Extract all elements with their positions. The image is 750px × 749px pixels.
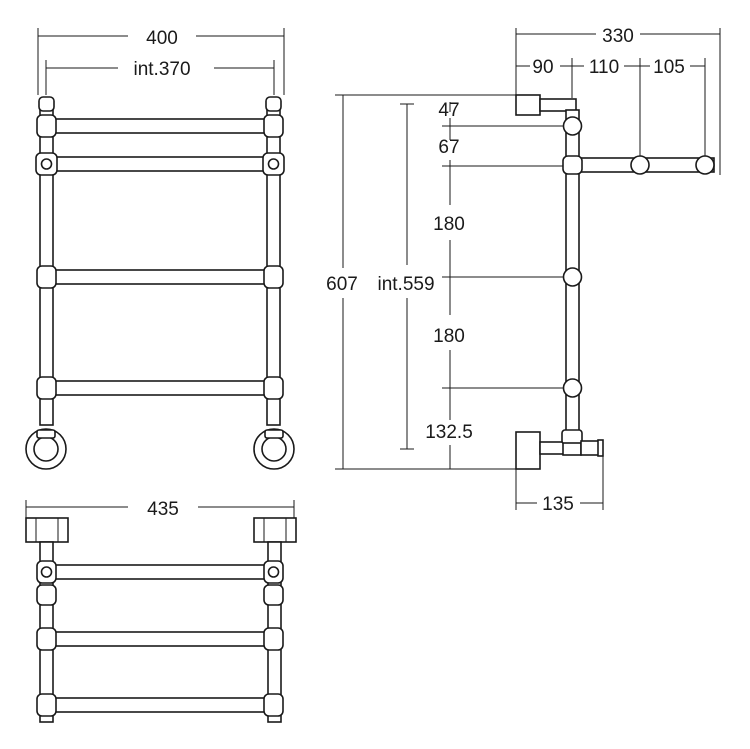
side-shelf-bar-1 bbox=[630, 155, 650, 175]
bottom-bar-2 bbox=[52, 631, 269, 647]
side-bar-section-1 bbox=[562, 116, 583, 136]
side-overall-height-label: 607 bbox=[326, 274, 358, 295]
bottom-right-bracket bbox=[253, 517, 297, 543]
front-bar-1 bbox=[52, 118, 268, 134]
side-internal-height-dimension: int.559 bbox=[377, 103, 435, 450]
bottom-bar-3 bbox=[52, 697, 269, 713]
front-left-top-cap bbox=[38, 96, 55, 112]
front-bars bbox=[52, 118, 268, 396]
side-bar-section-3 bbox=[562, 378, 583, 398]
front-overall-width-dimension: 400 bbox=[37, 28, 285, 95]
bottom-left-bracket bbox=[25, 517, 69, 543]
side-overall-height-dimension: 607 bbox=[326, 94, 530, 470]
side-depth-3-label: 105 bbox=[653, 57, 685, 78]
side-shelf-bar-2 bbox=[695, 155, 715, 175]
side-segment-depth-dimensions: 90 110 105 bbox=[516, 57, 706, 158]
front-bar-3 bbox=[52, 269, 268, 285]
side-view: 330 90 110 105 607 int. bbox=[326, 26, 721, 515]
side-wall-bracket bbox=[515, 94, 541, 116]
side-chain-dimensions: 47 67 180 180 132.5 bbox=[425, 100, 575, 469]
front-bar-4 bbox=[52, 380, 268, 396]
bottom-overall-width-label: 435 bbox=[147, 499, 179, 520]
side-valve-offset-dimension: 135 bbox=[515, 456, 604, 515]
front-internal-width-label: int.370 bbox=[133, 59, 190, 80]
front-bar-2 bbox=[52, 156, 268, 172]
side-valve bbox=[515, 429, 604, 470]
bottom-overall-width-dimension: 435 bbox=[25, 499, 295, 540]
front-overall-width-label: 400 bbox=[146, 28, 178, 49]
side-total-depth-dimension: 330 bbox=[515, 26, 721, 175]
front-right-top-cap bbox=[265, 96, 282, 112]
side-gap-bottom-label: 132.5 bbox=[425, 422, 473, 443]
bottom-view: 435 bbox=[25, 499, 297, 723]
bottom-joints bbox=[36, 560, 284, 717]
side-valve-offset-label: 135 bbox=[542, 494, 574, 515]
side-gap-2-label: 67 bbox=[438, 137, 459, 158]
front-joints bbox=[35, 114, 285, 400]
side-gap-3-label: 180 bbox=[433, 214, 465, 235]
side-gap-top-label: 47 bbox=[438, 100, 459, 121]
front-internal-width-dimension: int.370 bbox=[45, 59, 275, 95]
bottom-bar-1 bbox=[52, 564, 269, 580]
front-left-valve bbox=[25, 428, 67, 470]
side-depth-1-label: 90 bbox=[532, 57, 553, 78]
side-bar-section-2 bbox=[562, 267, 583, 287]
side-internal-height-label: int.559 bbox=[377, 274, 434, 295]
side-depth-2-label: 110 bbox=[589, 57, 619, 78]
front-view: 400 int.370 bbox=[25, 28, 295, 470]
side-total-depth-label: 330 bbox=[602, 26, 634, 47]
front-right-valve bbox=[253, 428, 295, 470]
side-gap-4-label: 180 bbox=[433, 326, 465, 347]
